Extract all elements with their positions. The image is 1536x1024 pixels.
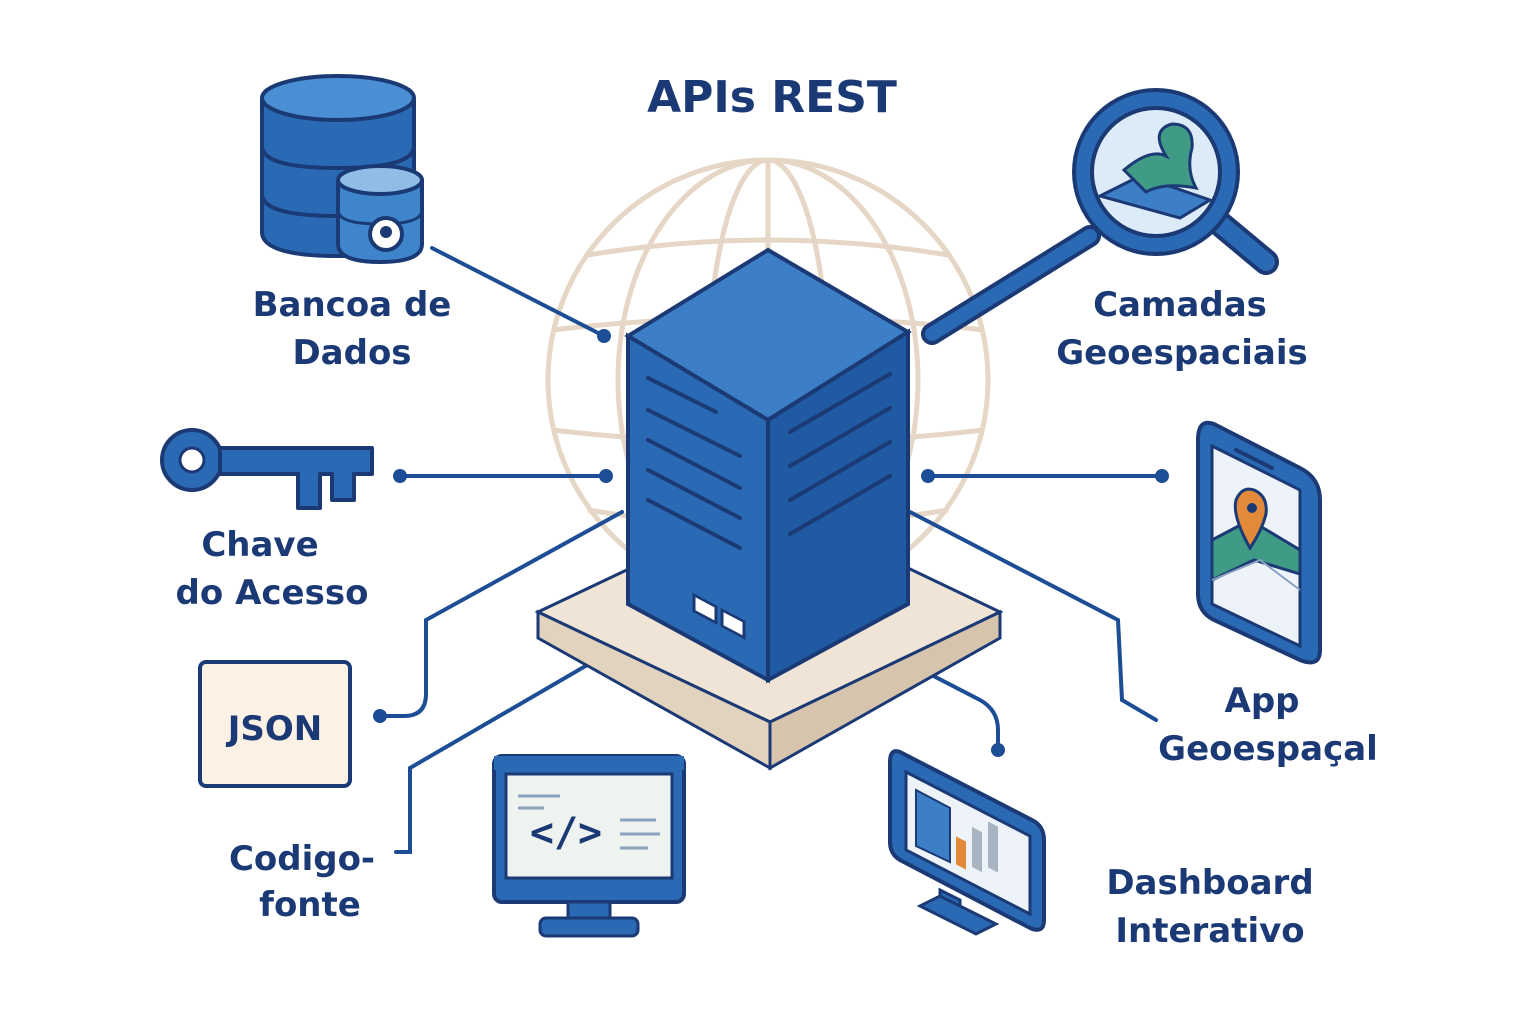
database-icon [260, 74, 424, 265]
connector-json [378, 510, 624, 718]
code-label-line2: fonte [259, 885, 361, 925]
server-icon [624, 247, 912, 684]
connector-dot [597, 329, 611, 343]
magnifier-map-icon [921, 88, 1279, 345]
database-label-line1: Bancoa de [253, 285, 452, 325]
app-label-line2: Geoespaçal [1158, 729, 1378, 769]
database-label-line2: Dados [292, 333, 411, 373]
connector-dot [921, 469, 935, 483]
connector-app-lower [908, 510, 1158, 722]
key-label-line1: Chave [201, 525, 318, 565]
connector-code [394, 630, 646, 854]
layers-label-line2: Geoespaciais [1056, 333, 1308, 373]
code-monitor-icon [492, 754, 686, 938]
connector-dot [1155, 469, 1169, 483]
dashboard-label-line2: Interativo [1115, 911, 1304, 951]
connector-dot [373, 709, 387, 723]
phone-map-icon [1196, 420, 1322, 665]
dashboard-label-line1: Dashboard [1106, 863, 1313, 903]
dashboard-monitor-icon [888, 749, 1046, 936]
key-label-line2: do Acesso [176, 573, 369, 613]
json-document-icon [198, 660, 352, 788]
connector-dot [599, 469, 613, 483]
diagram-title: APIs REST [647, 72, 897, 123]
connector-database [430, 246, 606, 338]
layers-label-line1: Camadas [1093, 285, 1267, 325]
key-icon [160, 428, 374, 510]
json-badge-text: JSON [226, 709, 323, 749]
connector-dashboard [854, 634, 1000, 752]
connector-dot [393, 469, 407, 483]
app-label-line1: App [1225, 681, 1300, 721]
connector-dot [991, 743, 1005, 757]
code-label-line1: Codigo- [229, 839, 375, 879]
code-screen-text: </> [530, 810, 602, 856]
